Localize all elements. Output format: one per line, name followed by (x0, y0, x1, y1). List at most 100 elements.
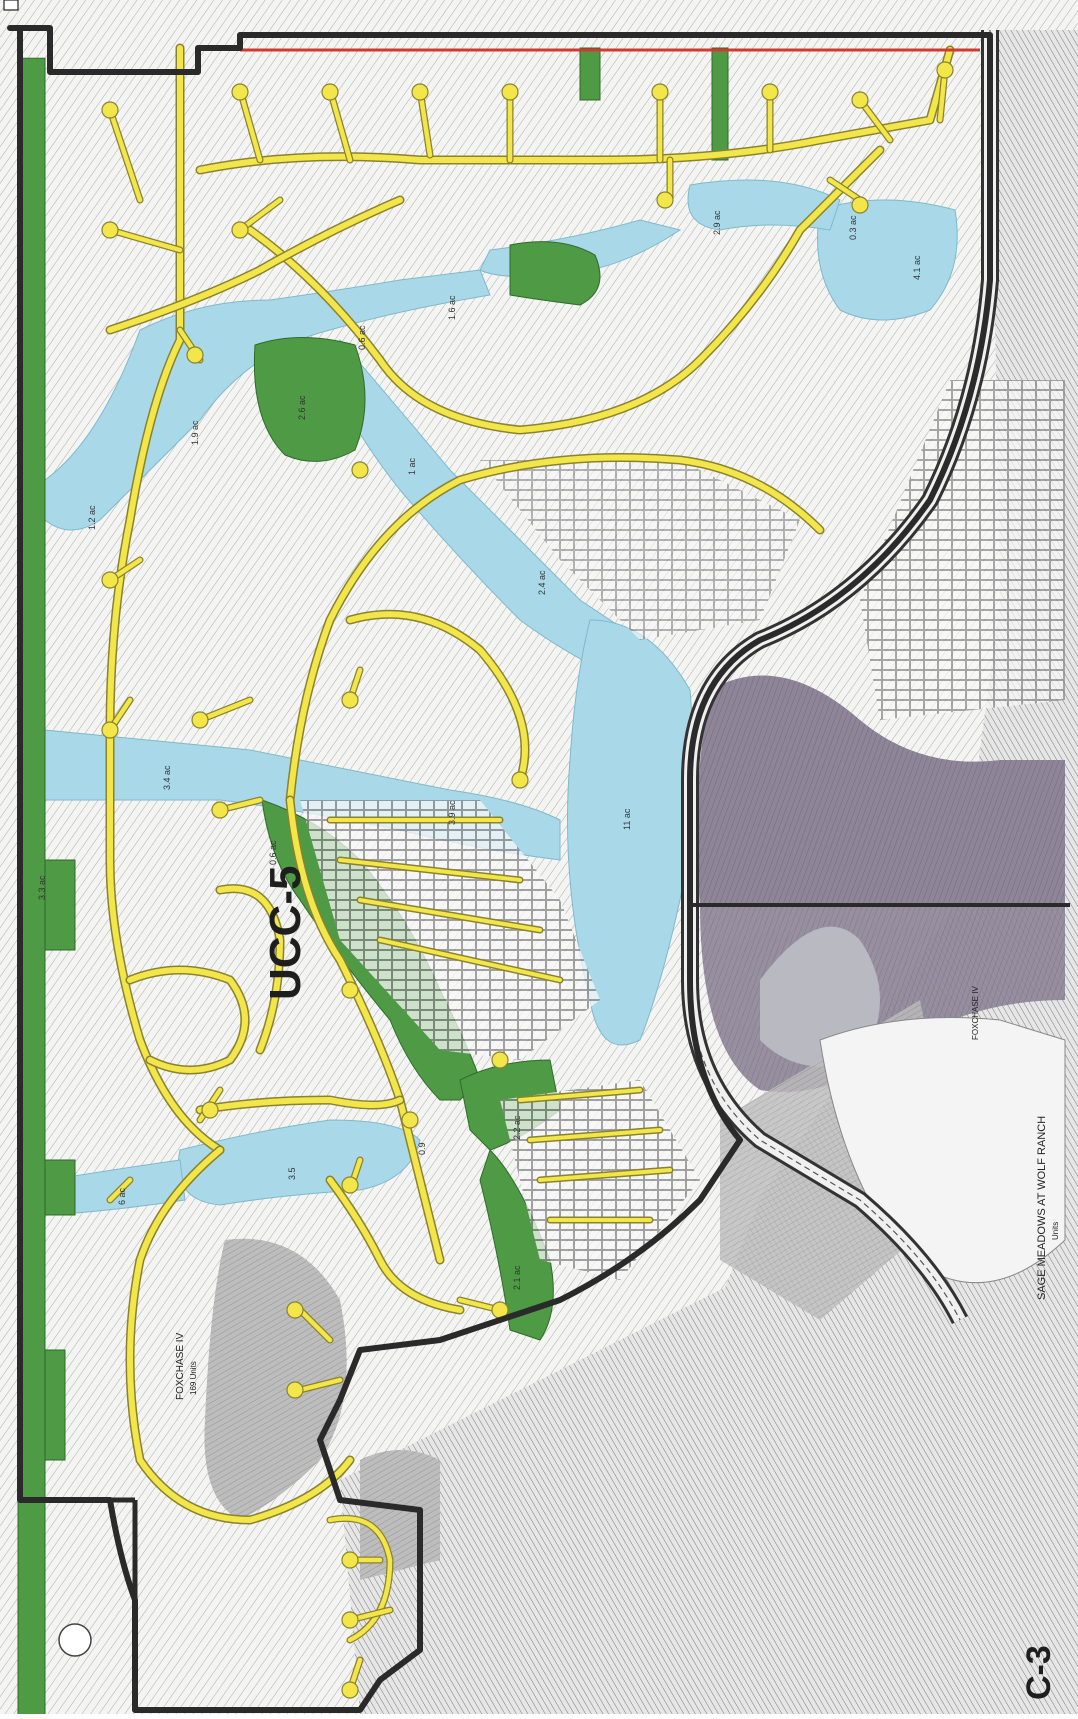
acre-label: 6 ac (117, 1187, 127, 1205)
cul-de-sac (651, 83, 669, 101)
area-label-foxchase: FOXCHASE IV (175, 1332, 186, 1400)
cul-de-sac (341, 981, 359, 999)
cul-de-sac (101, 571, 119, 589)
zone-label-ucc5: UCC-5 (261, 866, 310, 1000)
cul-de-sac (186, 346, 204, 364)
cul-de-sac (101, 221, 119, 239)
acre-label: 2.9 ac (712, 210, 722, 235)
area-label-foxchase-units: 169 Units (189, 1361, 198, 1395)
acre-label: 4.1 ac (912, 255, 922, 280)
cul-de-sac (231, 83, 249, 101)
cul-de-sac (101, 721, 119, 739)
cul-de-sac (351, 461, 369, 479)
purple-zone-north (696, 675, 1065, 905)
water-11ac (567, 619, 694, 1046)
acre-label: 1.2 ac (87, 505, 97, 530)
cul-de-sac (401, 1111, 419, 1129)
park-north-strip-2 (579, 47, 601, 101)
cul-de-sac (851, 196, 869, 214)
cul-de-sac (321, 83, 339, 101)
acre-label: 2.6 ac (297, 395, 307, 420)
road-grid (328, 818, 562, 982)
cul-de-sac (211, 801, 229, 819)
acre-label: 1.9 ac (190, 420, 200, 445)
cul-de-sac (341, 1681, 359, 1699)
cul-de-sacs (101, 61, 954, 1699)
park-west-3 (44, 1349, 66, 1461)
acre-label: 0.6 ac (357, 325, 367, 350)
acre-label: 0.6 ac (268, 840, 278, 865)
road-ucc5-inner (217, 885, 283, 1053)
water-4-1ac (817, 199, 958, 321)
cul-de-sac (286, 1301, 304, 1319)
road-mid-loop (347, 611, 528, 783)
acreage-labels: 4.1 ac 0.3 ac 2.9 ac 1.6 ac 0.6 ac 2.6 a… (37, 210, 922, 1290)
cul-de-sac (501, 83, 519, 101)
acre-label: 3.9 ac (447, 800, 457, 825)
survey-marker (58, 1623, 92, 1657)
cul-de-sac (191, 711, 209, 729)
road-collector (287, 454, 823, 803)
road-south (287, 797, 443, 1263)
road-cross (197, 1097, 403, 1113)
lot-grid-mid (480, 460, 800, 640)
water-3-5 (177, 1119, 421, 1206)
acre-label: 3.5 (287, 1167, 297, 1180)
park-north (509, 241, 601, 306)
cul-de-sac (341, 1551, 359, 1569)
road-foxchase-branch (327, 1177, 463, 1313)
area-label-sage-meadows: SAGE MEADOWS AT WOLF RANCH (1036, 1116, 1048, 1300)
cul-de-sac (341, 691, 359, 709)
acre-label: 1.6 ac (447, 295, 457, 320)
cul-de-sac (341, 1176, 359, 1194)
area-label-foxchase-east: FOXCHASE IV (971, 986, 980, 1040)
cul-de-sac (231, 221, 249, 239)
cul-de-sac (286, 1381, 304, 1399)
park-west-2 (44, 1159, 76, 1216)
grey-zone-foxchase (204, 1238, 347, 1520)
road-foxchase-loop (127, 1147, 353, 1523)
corner-marker (3, 0, 19, 11)
cul-de-sac (101, 101, 119, 119)
zone-label-c3: C-3 (1020, 1645, 1058, 1700)
acre-label: 0.3 ac (848, 215, 858, 240)
adjacent-development-east (600, 30, 1078, 1714)
road-northwest (107, 197, 403, 333)
cul-de-sac (511, 771, 529, 789)
arterial-centerline (689, 30, 991, 1321)
park-north-strip (711, 47, 729, 161)
road-network (105, 43, 955, 1694)
road-loop (247, 147, 883, 433)
acre-label: 11 ac (622, 808, 632, 830)
boundary-southwest (20, 1497, 138, 1710)
acre-label: 1 ac (407, 457, 417, 475)
road-ucc5-loop (127, 967, 248, 1073)
cul-de-sac (936, 61, 954, 79)
area-label-sage-meadows-units: Units (1051, 1222, 1060, 1240)
acre-label: 2.4 ac (537, 570, 547, 595)
water-central-channel (329, 338, 641, 681)
park-south-strip (479, 1149, 554, 1341)
acre-label: 3.3 ac (37, 875, 47, 900)
acre-label: 2.1 ac (512, 1265, 522, 1290)
water-6ac (49, 1159, 186, 1216)
acre-label: 3.4 ac (162, 765, 172, 790)
acre-label: 0.9 (417, 1142, 427, 1155)
cul-de-sac (411, 83, 429, 101)
cul-de-sac (341, 1611, 359, 1629)
road-spurs (107, 67, 948, 363)
cul-de-sac (851, 91, 869, 109)
park-west-1 (44, 859, 76, 951)
acre-label: 2.2 ac (512, 1115, 522, 1140)
cul-de-sac (491, 1051, 509, 1069)
project-boundary (7, 25, 993, 1713)
road-north (197, 47, 953, 173)
cul-de-sac (201, 1101, 219, 1119)
road-spurs-2 (107, 557, 503, 1693)
cul-de-sac (656, 191, 674, 209)
lot-grid-east (860, 380, 1065, 720)
road-south-spur (327, 1516, 393, 1643)
adjacent-development-south (340, 1200, 980, 1714)
